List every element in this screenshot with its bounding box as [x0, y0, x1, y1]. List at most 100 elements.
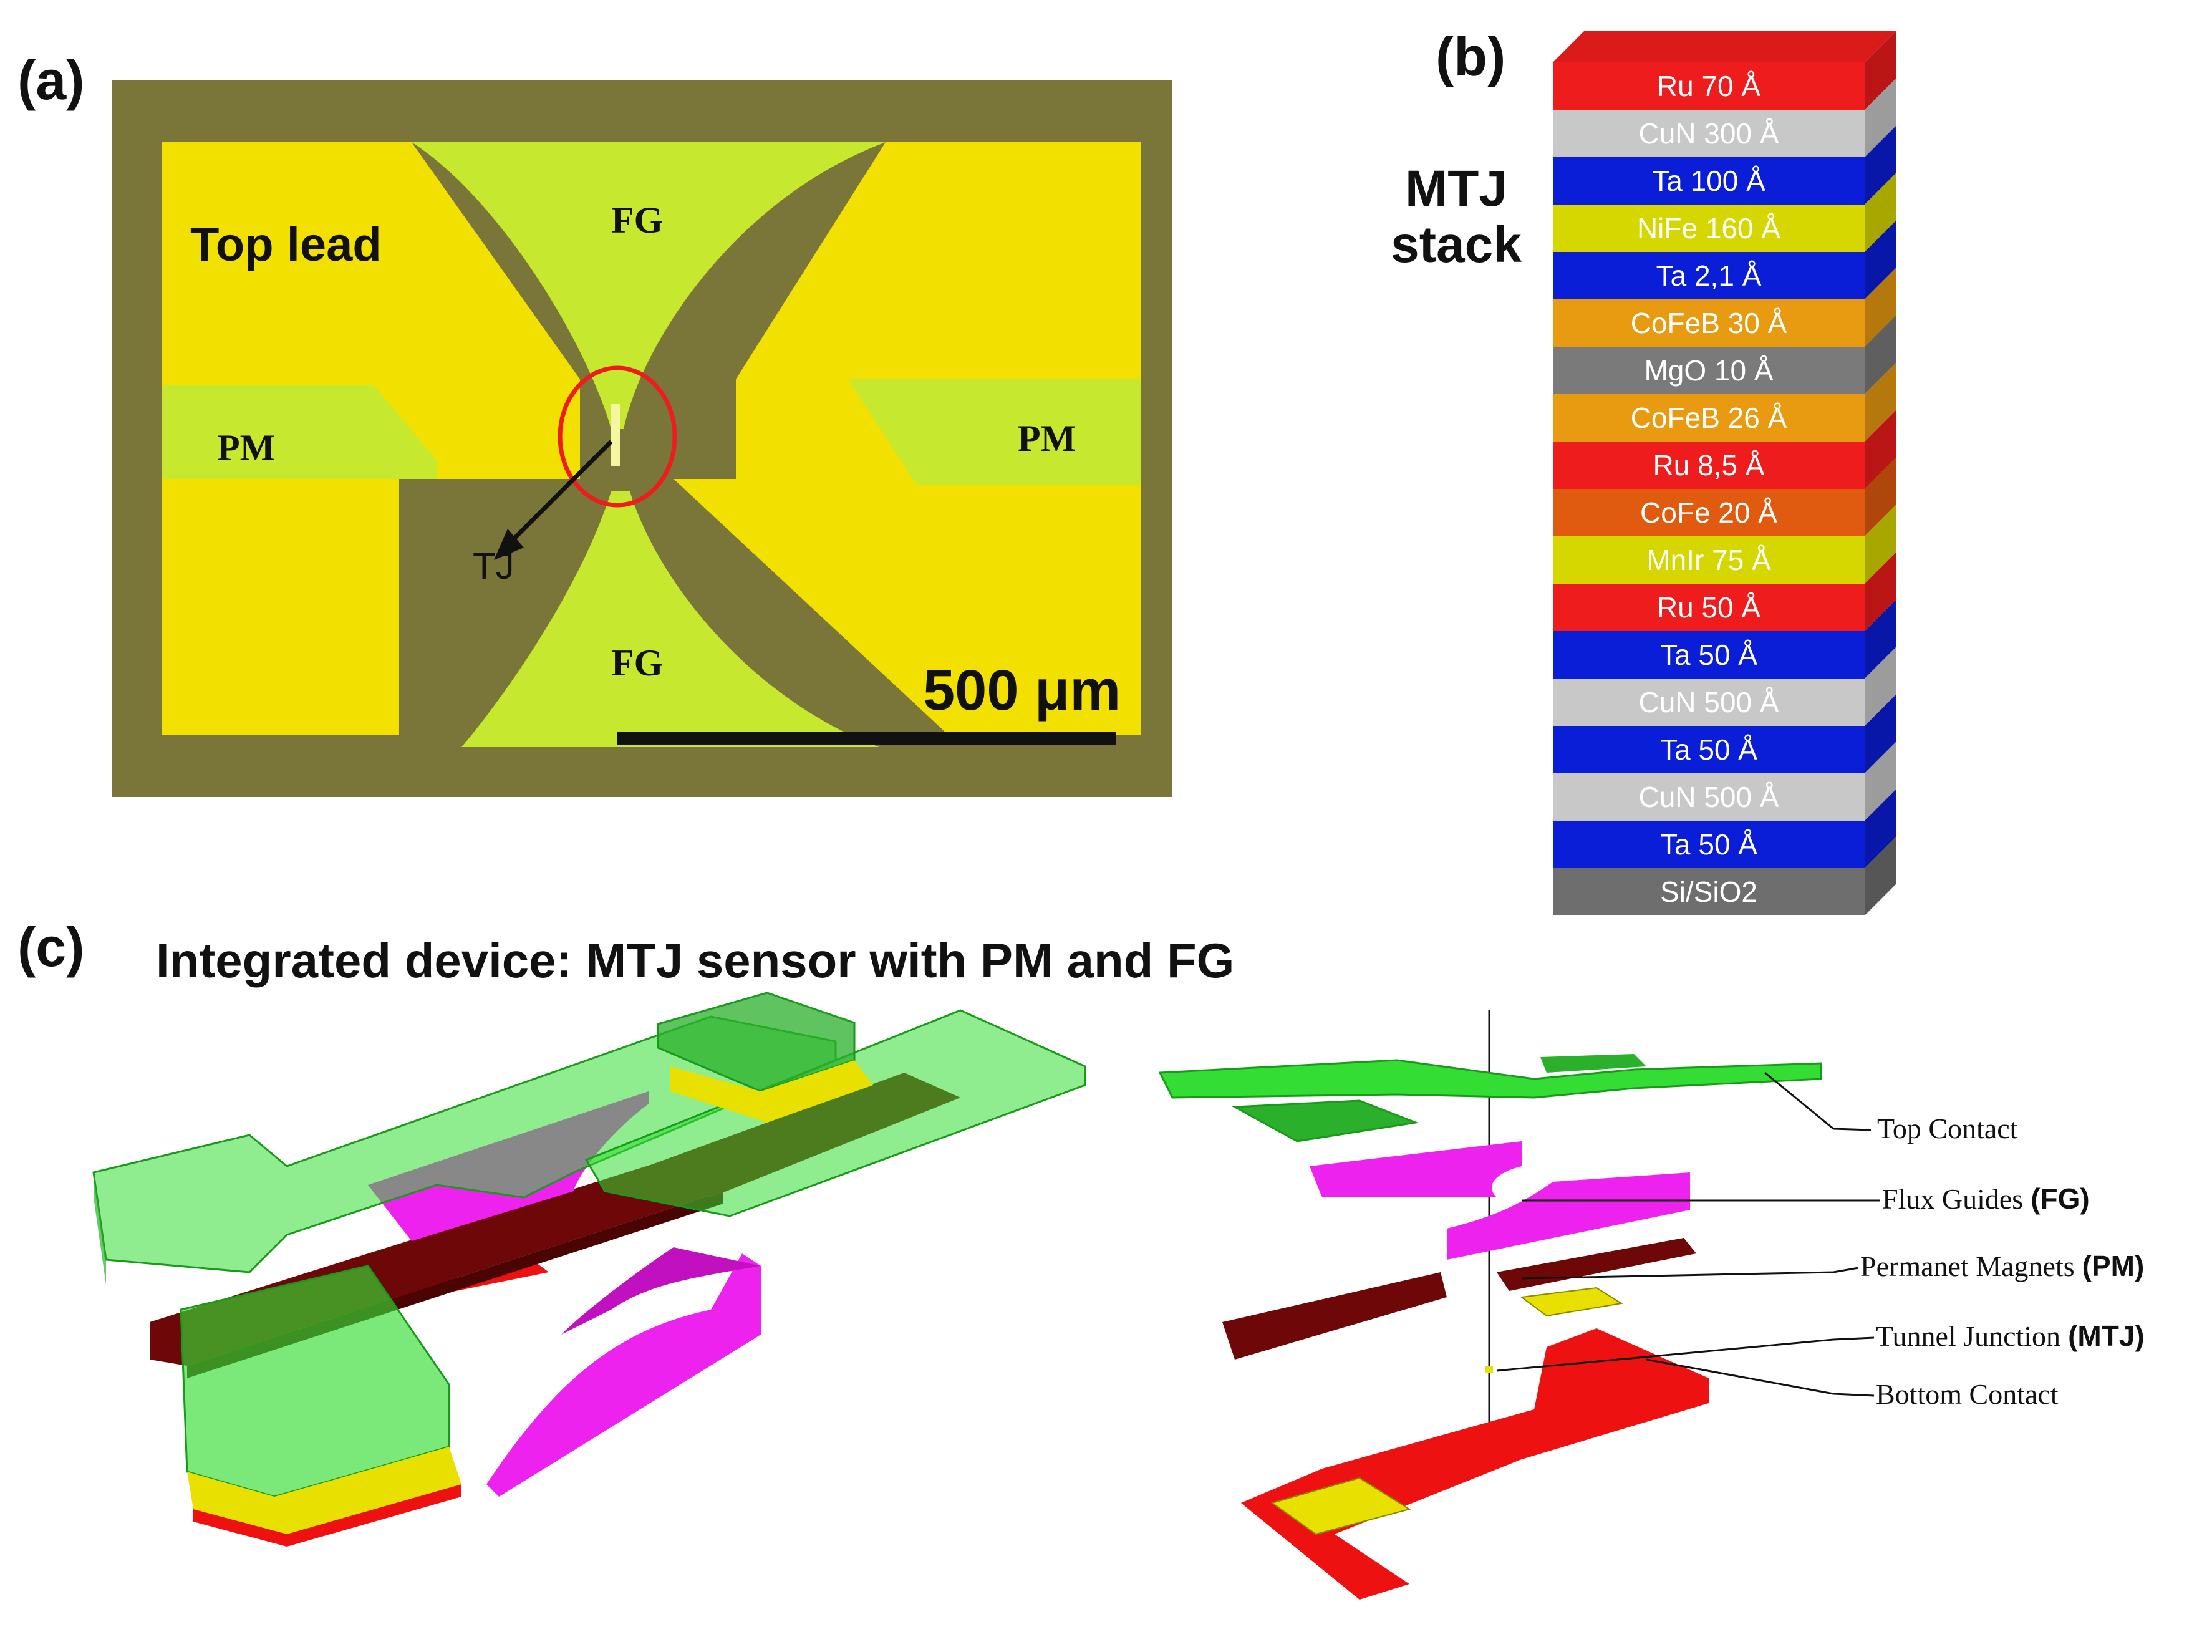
legend-pm: Permanet Magnets(PM)	[1860, 1250, 2144, 1282]
top-contact-left-arm	[92, 1015, 837, 1273]
stack-layer-side-15	[1865, 742, 1896, 821]
device-title: Integrated device: MTJ sensor with PM an…	[156, 933, 1235, 988]
label-top-lead: Top lead	[190, 218, 382, 271]
stack-layer-label-2: Ta 100 Å	[1652, 165, 1765, 197]
stack-layer-label-0: Ru 70 Å	[1657, 70, 1761, 102]
tj-highlight-circle	[558, 365, 677, 508]
panel-label-c: (c)	[17, 916, 85, 978]
stack-layer-label-11: Ru 50 Å	[1657, 591, 1761, 624]
stack-layer-side-3	[1865, 173, 1896, 252]
label-fg-bottom: FG	[611, 642, 663, 684]
exploded-top-contact	[1158, 1059, 1822, 1099]
mtj-stack-title: MTJ stack	[1366, 161, 1547, 273]
stack-layer-12	[1553, 631, 1865, 679]
legend-mtj: Tunnel Junction(MTJ)	[1876, 1320, 2145, 1352]
stack-layer-5	[1553, 299, 1865, 347]
exploded-mtj-dot	[1485, 1366, 1493, 1373]
stack-layer-side-8	[1865, 410, 1896, 489]
stack-layer-label-8: Ru 8,5 Å	[1653, 449, 1765, 481]
olive-wedge-top-right	[630, 142, 886, 454]
legend-top-contact: Top Contact	[1877, 1113, 2018, 1144]
stack-layer-15	[1553, 773, 1865, 821]
leader-top-contact	[1764, 1071, 1872, 1131]
stack-layer-label-9: CoFe 20 Å	[1640, 496, 1777, 529]
exploded-top-contact-bump	[1540, 1054, 1646, 1073]
stack-layer-6	[1553, 347, 1865, 394]
stack-layer-label-5: CoFeB 30 Å	[1631, 307, 1787, 339]
exploded-pm-left	[1222, 1272, 1447, 1360]
stack-layer-8	[1553, 442, 1865, 489]
stack-layer-side-4	[1865, 221, 1896, 299]
stack-layer-2	[1553, 157, 1865, 205]
exploded-flux-guide-upper	[1310, 1141, 1522, 1197]
stack-layer-13	[1553, 679, 1865, 726]
stack-layer-label-6: MgO 10 Å	[1644, 354, 1773, 387]
top-contact-right-arm	[584, 1009, 1086, 1217]
bottom-left-pad	[162, 479, 399, 735]
label-pm-left: PM	[217, 427, 275, 468]
stack-layer-side-6	[1865, 316, 1896, 394]
flux-guide-bottom	[461, 491, 879, 747]
label-pm-right: PM	[1018, 418, 1076, 459]
exploded-flux-guide-lower	[1447, 1172, 1690, 1260]
stack-layer-17	[1553, 868, 1865, 915]
legend-flux-guides: Flux Guides(FG)	[1882, 1182, 2090, 1215]
panel-label-b: (b)	[1436, 26, 1506, 87]
stack-layer-label-4: Ta 2,1 Å	[1656, 259, 1762, 292]
stack-layer-label-10: MnIr 75 Å	[1646, 544, 1771, 576]
label-tj: TJ	[473, 545, 514, 587]
stack-layer-3	[1553, 205, 1865, 252]
leader-mtj	[1496, 1336, 1875, 1372]
exploded-bottom-pad	[1270, 1477, 1411, 1535]
flux-guide-lower	[486, 1253, 761, 1497]
leader-pm	[1521, 1267, 1859, 1280]
mtj-stack: Ru 70 Å CuN 300 Å Ta 100 Å NiFe 160 Å Ta 2,1…	[1553, 31, 1896, 915]
mtj-title-line1: MTJ	[1405, 160, 1507, 217]
micrograph: Top lead FG FG PM PM TJ 500 μm	[112, 80, 1172, 797]
stack-layer-label-15: CuN 500 Å	[1638, 781, 1779, 813]
stack-layer-label-1: CuN 300 Å	[1638, 117, 1779, 150]
stack-layer-10	[1553, 536, 1865, 584]
stack-layer-14	[1553, 726, 1865, 773]
scale-bar	[617, 732, 1116, 745]
pm-right	[848, 379, 1141, 485]
stack-layer-9	[1553, 489, 1865, 536]
stack-layer-side-9	[1865, 458, 1896, 536]
stack-layer-16	[1553, 821, 1865, 868]
pm-left	[162, 385, 437, 479]
stack-layer-11	[1553, 584, 1865, 631]
stack-top-face	[1553, 31, 1896, 62]
exploded-contact-pad	[1231, 1099, 1419, 1142]
stack-layer-7	[1553, 394, 1865, 442]
device-3d-exploded: Top Contact Flux Guides(FG) Permanet Mag…	[1158, 1010, 2145, 1600]
stack-layer-side-0	[1865, 31, 1896, 110]
stack-layer-side-17	[1865, 837, 1896, 915]
flux-guide-lower-inner	[561, 1247, 761, 1335]
stack-layer-label-14: Ta 50 Å	[1660, 733, 1757, 766]
top-contact-left-side	[94, 1172, 106, 1285]
stack-layer-side-2	[1865, 126, 1896, 205]
stack-layer-side-7	[1865, 363, 1896, 442]
stack-layer-side-13	[1865, 647, 1896, 726]
tj-arrow-head	[494, 529, 524, 560]
stack-layer-side-16	[1865, 790, 1896, 868]
panel-label-a: (a)	[17, 49, 85, 111]
stack-layer-label-3: NiFe 160 Å	[1637, 212, 1780, 244]
stack-layer-label-13: CuN 500 Å	[1638, 686, 1779, 718]
stack-layer-0	[1553, 62, 1865, 110]
exploded-bottom-contact	[1241, 1328, 1709, 1600]
mtj-title-line2: stack	[1391, 216, 1522, 273]
tj-pointer-line	[503, 440, 613, 549]
lower-yellow-pad	[187, 1447, 461, 1534]
exploded-pm-right	[1497, 1238, 1696, 1291]
stack-layer-side-11	[1865, 553, 1896, 631]
stack-layer-label-17: Si/SiO2	[1660, 876, 1757, 908]
stack-layer-1	[1553, 110, 1865, 157]
legend-bottom-contact: Bottom Contact	[1876, 1378, 2059, 1410]
leader-bottom-contact	[1646, 1358, 1875, 1397]
scale-label: 500 μm	[923, 659, 1121, 722]
lower-red-edge	[193, 1484, 461, 1547]
stack-layer-4	[1553, 252, 1865, 299]
stack-layer-side-1	[1865, 79, 1896, 157]
upper-yellow-pad	[670, 1060, 873, 1123]
